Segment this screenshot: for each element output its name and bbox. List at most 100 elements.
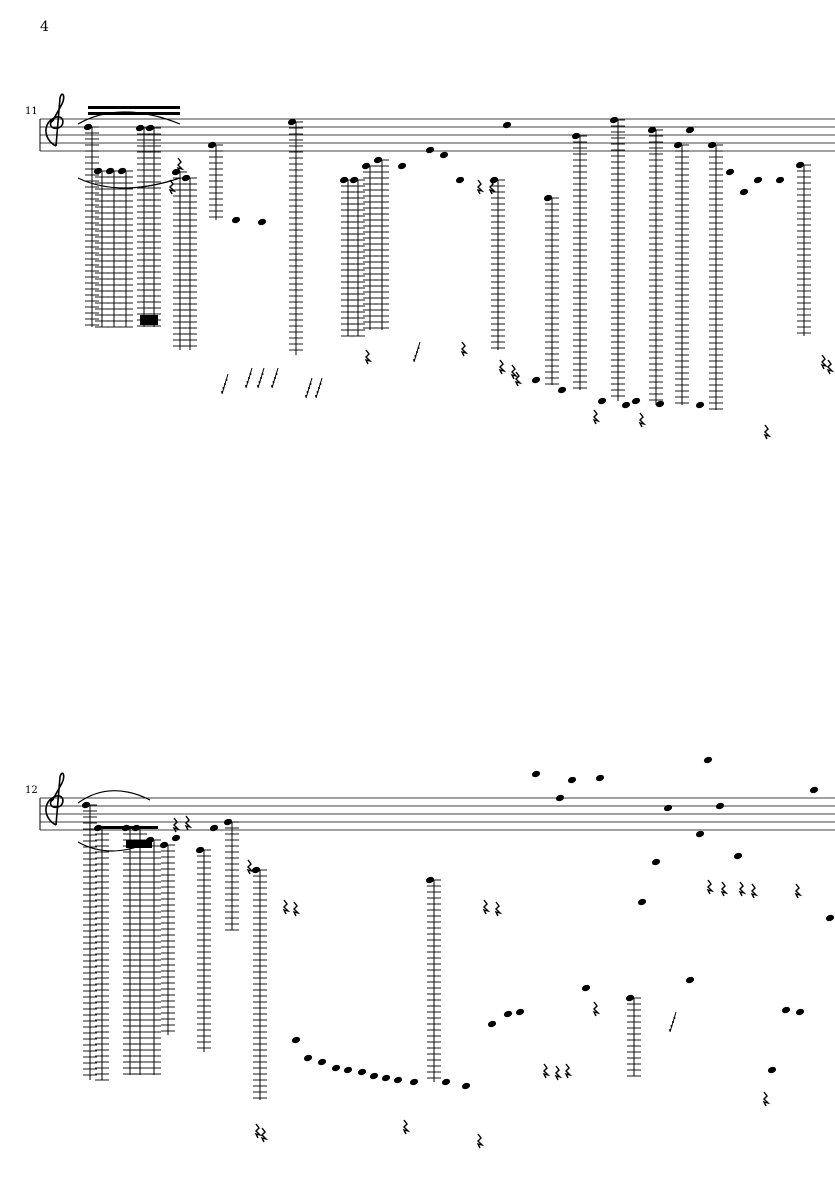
staff-lines [39,118,835,152]
rest-icon [554,1065,563,1081]
ledger-stems [77,106,811,410]
notehead [343,1066,353,1074]
notehead [767,1066,777,1074]
notehead [795,1008,805,1016]
notehead [331,1064,341,1072]
notehead [663,804,673,812]
notehead [715,802,725,810]
rest-icon [282,899,291,915]
system-1: 11 [25,93,835,440]
rest-icon [292,901,301,917]
notehead [303,1054,313,1062]
slash [257,367,265,389]
rest-icon [246,859,255,875]
slash [315,377,323,399]
slash [413,341,421,363]
rest-icon [364,349,373,365]
notehead [809,786,819,794]
note-cluster [81,756,835,1090]
slash [245,367,253,389]
slur [77,177,181,189]
notehead [555,794,565,802]
notehead [753,176,763,184]
rest-icon [794,883,803,899]
notehead [397,162,407,170]
notehead [381,1074,391,1082]
staff-lines [39,797,835,831]
notehead [637,898,647,906]
notehead [581,984,591,992]
rest-icon [498,359,507,375]
notehead [369,1072,379,1080]
rest-icon [706,879,715,895]
rest-icon [402,1119,411,1135]
notehead [775,176,785,184]
rest-icon [476,179,485,195]
notehead [655,400,665,408]
notehead [357,1068,367,1076]
treble-clef-icon [45,772,65,826]
rest-icon [763,424,772,440]
notehead [441,1078,451,1086]
notehead [515,1008,525,1016]
rest-icon [762,1091,771,1107]
rest-icon [254,1123,263,1139]
notehead [209,824,219,832]
notehead [651,858,661,866]
rests [168,157,835,440]
beam [140,315,158,325]
notehead [557,386,567,394]
slur [77,790,151,804]
notehead [503,1010,513,1018]
notehead [409,1078,419,1086]
notehead [685,126,695,134]
slash [305,377,313,399]
notehead [685,976,695,984]
notehead [461,1082,471,1090]
rest-icon [638,412,647,428]
notehead [317,1058,327,1066]
notehead [567,776,577,784]
measure-number: 12 [25,785,38,796]
notehead [631,397,641,405]
notehead [825,914,835,922]
notehead [439,151,449,159]
beam [88,112,180,115]
rest-icon [510,364,519,380]
slash [221,373,229,395]
rest-icon [172,817,181,833]
notehead [502,121,512,129]
notehead [393,1076,403,1084]
beam [126,840,152,848]
slur [77,111,181,125]
rest-icon [738,881,747,897]
rest-icon [460,341,469,357]
rest-icon [542,1063,551,1079]
rest-icon [564,1063,573,1079]
rest-icon [476,1133,485,1149]
notehead [739,188,749,196]
notehead [455,176,465,184]
notehead [257,218,267,226]
rests [172,815,803,1149]
page-number: 4 [40,19,49,35]
notehead [703,756,713,764]
treble-clef-icon [45,93,65,147]
notehead [725,168,735,176]
slash [271,367,279,389]
rest-icon [592,409,601,425]
system-2: 12 [25,756,835,1149]
notehead [171,834,181,842]
notehead [531,770,541,778]
beam [98,826,158,829]
notehead [695,401,705,409]
notehead [425,146,435,154]
notehead [531,376,541,384]
rest-icon [168,179,177,195]
beam [88,106,180,109]
rest-icon [184,815,193,831]
ledger-stems [77,790,641,1100]
notehead [291,1036,301,1044]
rest-icon [720,881,729,897]
note-cluster [83,116,805,409]
